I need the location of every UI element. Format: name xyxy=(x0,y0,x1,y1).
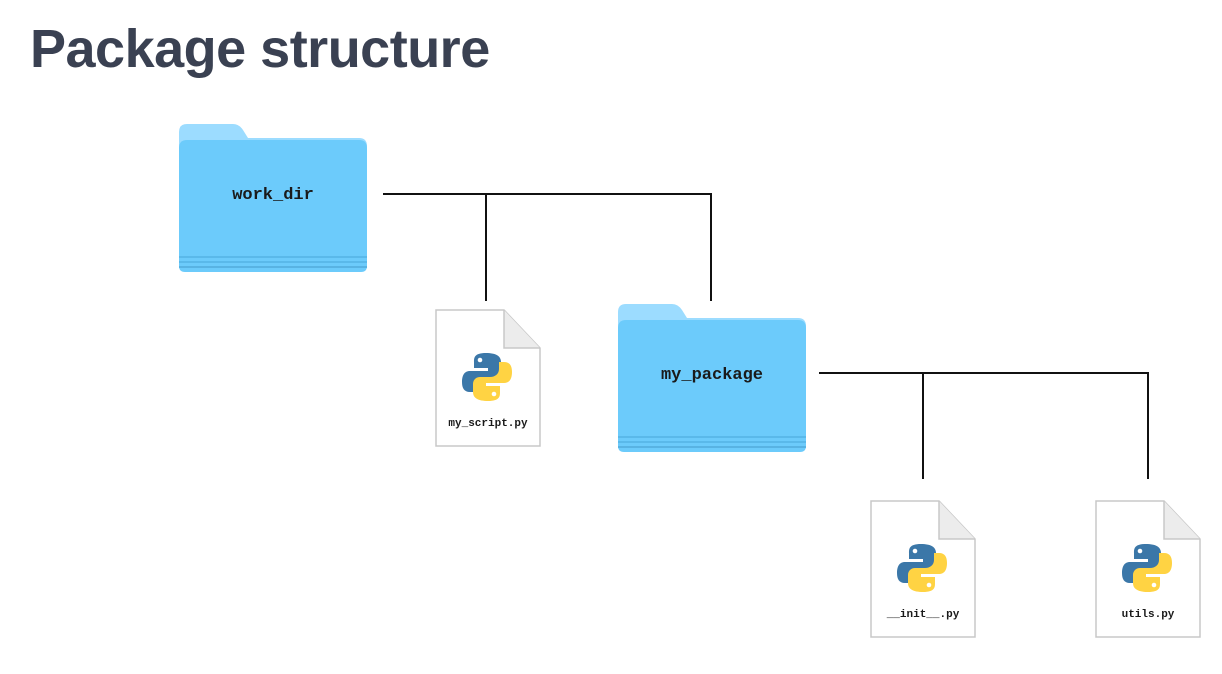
file-label: utils.py xyxy=(1121,609,1175,621)
folder-my-package[interactable]: my_package xyxy=(616,302,808,454)
connector-package-to-utils xyxy=(1147,372,1149,479)
folder-work-dir[interactable]: work_dir xyxy=(177,122,369,274)
connector-root-to-package xyxy=(710,193,712,301)
slide-title: Package structure xyxy=(30,19,490,79)
connector-package-to-init xyxy=(922,372,924,479)
python-logo-icon xyxy=(897,544,947,592)
folder-icon xyxy=(179,124,367,272)
file-init[interactable]: __init__.py xyxy=(869,499,977,639)
connector-package-horizontal xyxy=(819,372,1149,374)
connector-root-horizontal xyxy=(383,193,712,195)
file-utils[interactable]: utils.py xyxy=(1094,499,1202,639)
file-label: my_script.py xyxy=(448,418,528,430)
python-logo-icon xyxy=(462,353,512,401)
folder-label: my_package xyxy=(660,366,764,385)
folder-icon xyxy=(618,304,806,452)
folder-label: work_dir xyxy=(232,186,314,205)
file-label: __init__.py xyxy=(886,609,960,621)
python-logo-icon xyxy=(1122,544,1172,592)
file-my-script[interactable]: my_script.py xyxy=(434,308,542,448)
connector-root-to-script xyxy=(485,193,487,301)
